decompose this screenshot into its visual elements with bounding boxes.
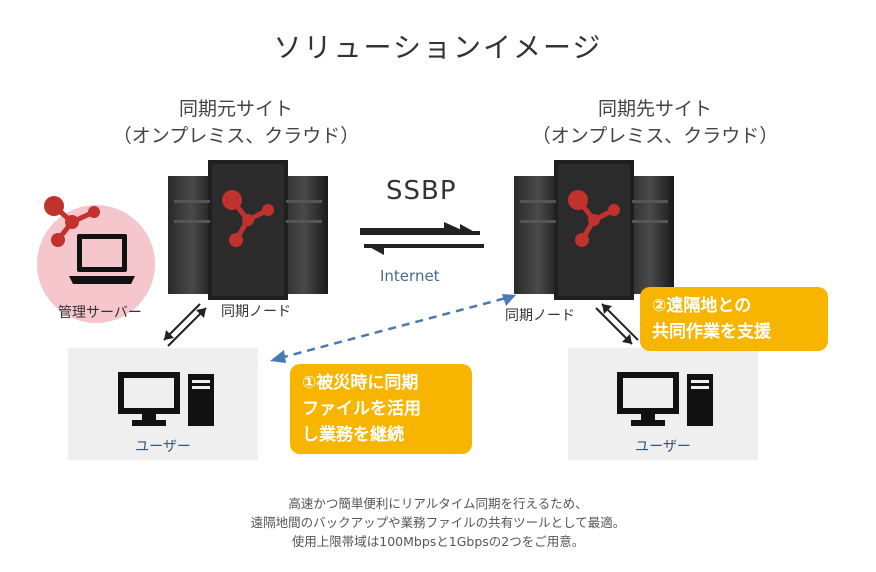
callout-2-line-1: ②遠隔地との [652, 296, 752, 316]
page-title: ソリューションイメージ [273, 31, 603, 64]
laptop-icon [69, 234, 135, 284]
callout-remote-collaboration: ②遠隔地との 共同作業を支援 [640, 287, 828, 351]
protocol-label: SSBP [386, 176, 457, 206]
sync-arrows [360, 222, 484, 255]
description-caption: 高速かつ簡単便利にリアルタイム同期を行えるため、 遠隔地間のバックアップや業務フ… [0, 494, 876, 551]
source-site-label: 同期元サイト （オンプレミス、クラウド） [96, 96, 376, 150]
right-user-label: ユーザー [635, 439, 691, 455]
target-server-icon [514, 160, 674, 300]
target-site-env: （オンプレミス、クラウド） [531, 125, 779, 147]
target-site-label: 同期先サイト （オンプレミス、クラウド） [515, 96, 795, 150]
target-node-label: 同期ノード [505, 308, 575, 324]
left-desktop-icon [118, 372, 214, 426]
admin-server-label: 管理サーバー [58, 305, 142, 321]
callout-disaster-continuity: ①被災時に同期 ファイルを活用 し業務を継続 [290, 364, 472, 454]
source-site-env: （オンプレミス、クラウド） [112, 125, 360, 147]
left-user-arrows [163, 303, 207, 347]
right-desktop-icon [617, 372, 713, 426]
source-site-name: 同期元サイト [178, 98, 293, 120]
source-server-icon [168, 160, 328, 300]
caption-line-2: 遠隔地間のバックアップや業務ファイルの共有ツールとして最適。 [250, 515, 626, 530]
admin-logo-icon [44, 196, 100, 247]
callout-2-line-2: 共同作業を支援 [652, 322, 771, 342]
callout-1-line-1: ①被災時に同期 [302, 373, 419, 393]
disaster-dashed-arrow [270, 294, 516, 363]
callout-1-line-2: ファイルを活用 [302, 399, 421, 419]
caption-line-1: 高速かつ簡単便利にリアルタイム同期を行えるため、 [288, 496, 588, 511]
source-node-label: 同期ノード [221, 304, 291, 320]
callout-1-line-3: し業務を継続 [302, 425, 404, 445]
target-site-name: 同期先サイト [597, 98, 712, 120]
left-user-label: ユーザー [135, 439, 191, 455]
right-user-arrows [595, 303, 639, 345]
network-label: Internet [380, 267, 440, 285]
caption-line-3: 使用上限帯域は100Mbpsと1Gbpsの2つをご用意。 [291, 534, 585, 549]
